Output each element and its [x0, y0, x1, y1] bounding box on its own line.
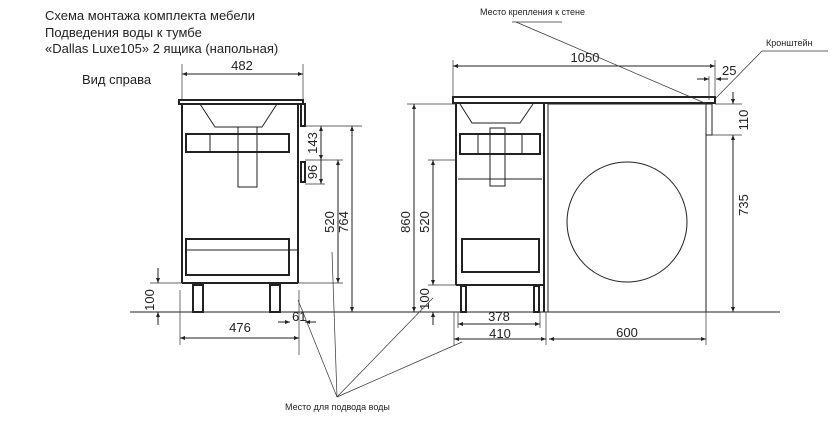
dim-side-482: 482: [231, 58, 253, 73]
side-view-label: Вид справа: [82, 72, 152, 87]
title-line-2: Подведения воды к тумбе: [45, 25, 202, 40]
dim-front-520: 520: [417, 211, 432, 233]
water-supply-label: Место для подвода воды: [285, 402, 390, 412]
dim-side-143: 143: [305, 132, 320, 154]
dim-side-764: 764: [336, 211, 351, 233]
dim-front-600: 600: [616, 325, 638, 340]
dim-side-96: 96: [305, 165, 320, 179]
machine-door: [566, 161, 688, 283]
dim-front-410: 410: [489, 326, 511, 341]
washing-machine: [547, 103, 707, 313]
dim-side-100: 100: [142, 289, 157, 311]
front-view-cabinet: [452, 96, 716, 313]
water-supply-callout: Место для подвода воды: [285, 251, 463, 412]
dim-front-860: 860: [398, 211, 413, 233]
dim-front-100: 100: [417, 288, 432, 310]
bracket-label: Кронштейн: [766, 38, 812, 48]
dim-front-378: 378: [488, 309, 510, 324]
bracket-callout: Кронштейн: [714, 38, 828, 100]
wall-mount-label: Место крепления к стене: [480, 7, 585, 17]
side-dimensions: 482 476 61 100 143 96 520 764: [142, 58, 362, 355]
dim-side-476: 476: [229, 320, 251, 335]
dim-side-520: 520: [322, 211, 337, 233]
title-line-3: «Dallas Luxe105» 2 ящика (напольная): [45, 41, 278, 56]
wall-mount-callout: Место крепления к стене: [480, 7, 708, 105]
bracket: [705, 103, 713, 136]
dim-front-1050: 1050: [571, 50, 600, 65]
dim-front-25: 25: [722, 63, 736, 78]
title-line-1: Схема монтажа комплекта мебели: [45, 8, 255, 23]
dim-front-735: 735: [736, 194, 751, 216]
dim-front-110: 110: [736, 110, 751, 131]
side-view-cabinet: [178, 99, 306, 313]
front-dimensions: 1050 25 110 735 860 520 100 378 410 600: [398, 50, 751, 345]
